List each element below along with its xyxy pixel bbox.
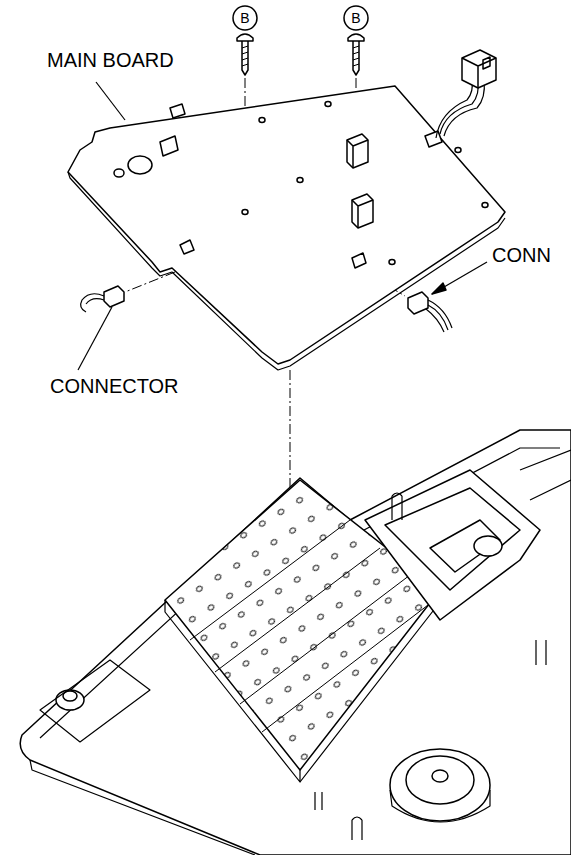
callout-letter: B — [233, 11, 257, 25]
part-name: CONNECTOR — [50, 376, 179, 396]
part-name: CONN — [492, 245, 551, 265]
callout-circle — [233, 6, 257, 30]
lower-housing — [20, 430, 571, 855]
main-board — [68, 86, 505, 370]
callout-letter: B — [344, 11, 368, 25]
part-name: MAIN BOARD — [47, 50, 174, 70]
callout-circle — [344, 6, 368, 30]
screw — [237, 34, 253, 75]
screw — [348, 34, 364, 75]
